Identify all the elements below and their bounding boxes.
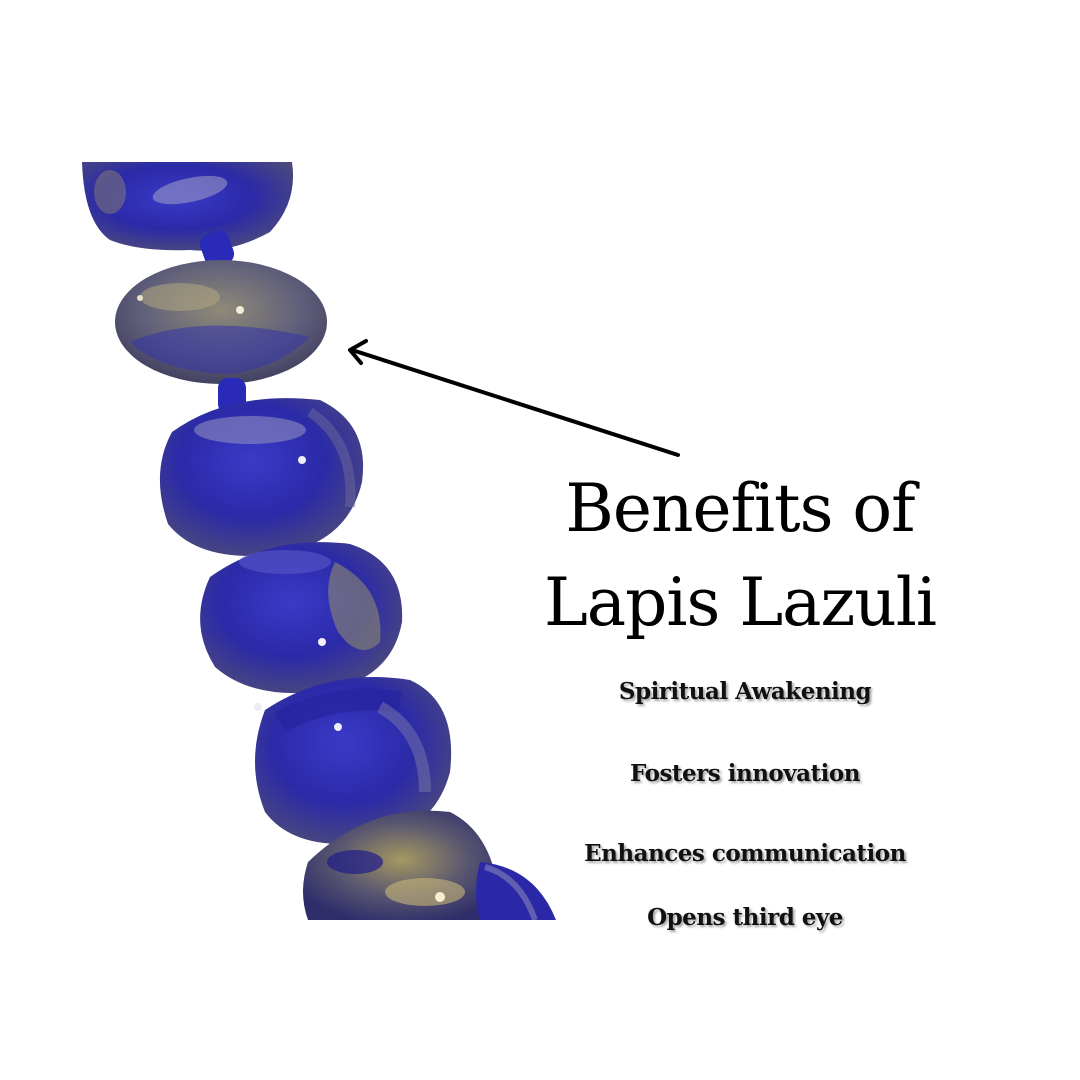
benefit-item: Enhances communication: [584, 840, 906, 867]
title-line-2: Lapis Lazuli: [543, 564, 937, 641]
benefit-item: Opens third eye: [647, 904, 843, 931]
title-line-1: Benefits of: [565, 470, 915, 547]
lapis-lazuli-bead-photo: [80, 162, 560, 920]
benefit-item: Spiritual Awakening: [618, 678, 872, 705]
benefit-item: Fosters innovation: [630, 760, 860, 787]
page-title: Benefits of Lapis Lazuli: [500, 462, 980, 650]
